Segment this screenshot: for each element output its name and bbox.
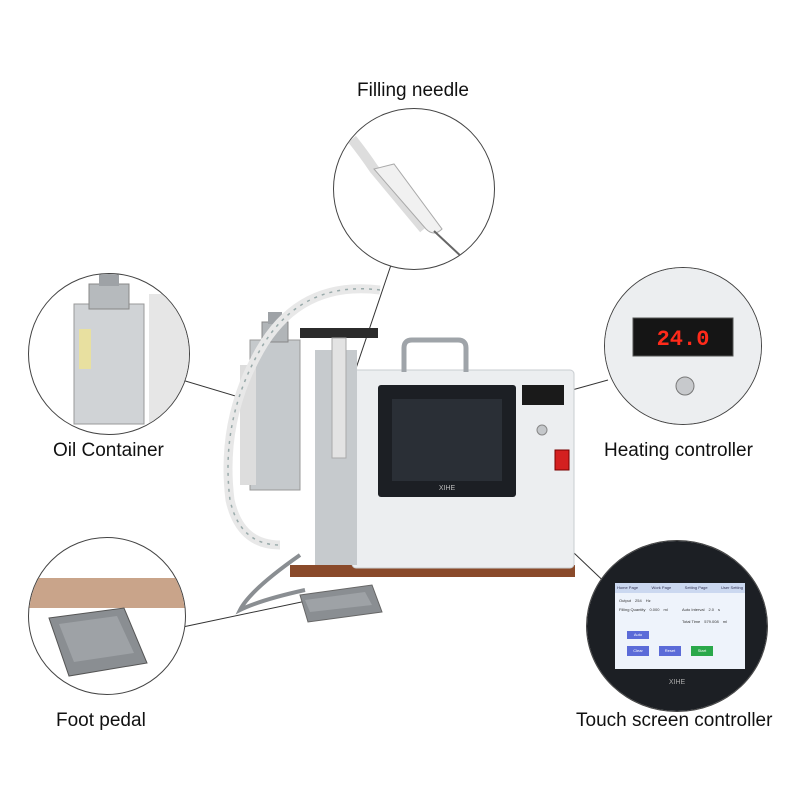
heating-readout: 24.0 bbox=[657, 327, 710, 352]
power-switch[interactable] bbox=[554, 449, 570, 471]
pedal-cable bbox=[235, 553, 306, 615]
ui-row-auto-interval: Auto Interval 2.0 s bbox=[682, 607, 721, 612]
oil-cylinder bbox=[249, 339, 301, 491]
tab-home[interactable]: Home Page bbox=[617, 585, 639, 590]
tab-user-setting[interactable]: User Setting bbox=[720, 585, 743, 590]
needle-tip bbox=[433, 230, 465, 260]
filling-needle-detail bbox=[333, 108, 495, 270]
power-indicator bbox=[536, 424, 548, 436]
label-foot-pedal: Foot pedal bbox=[56, 710, 146, 731]
touch-screen-brand: XIHE bbox=[668, 679, 686, 686]
indicator-lamp bbox=[675, 376, 695, 396]
oil-container-detail bbox=[28, 273, 190, 435]
label-heating-controller: Heating controller bbox=[604, 440, 753, 461]
ui-row-output: Output 254 Hz bbox=[619, 598, 651, 603]
label-filling-needle: Filling needle bbox=[357, 80, 469, 101]
touch-screen-glass bbox=[392, 399, 502, 481]
heating-controller-detail: 24.0 bbox=[604, 267, 762, 425]
ui-tab-row: Home Page Work Page Setting Page User Se… bbox=[617, 585, 743, 590]
touch-screen-detail: Home Page Work Page Setting Page User Se… bbox=[586, 540, 768, 712]
start-button[interactable]: Start bbox=[697, 648, 707, 653]
reset-button[interactable]: Reset bbox=[664, 648, 676, 653]
brand-logo: XIHE bbox=[439, 485, 456, 492]
clear-button[interactable]: Clear bbox=[633, 648, 643, 653]
foot-pedal-detail bbox=[28, 537, 186, 695]
ui-row-total-time: Total Time 579.008 ml bbox=[682, 619, 727, 624]
tab-setting[interactable]: Setting Page bbox=[684, 585, 708, 590]
label-oil-container: Oil Container bbox=[53, 440, 164, 461]
ui-row-filling-quantity: Filling Quantity 0.000 ml bbox=[619, 607, 668, 612]
machine-handle bbox=[401, 337, 469, 372]
label-touch-screen-controller: Touch screen controller bbox=[576, 710, 773, 731]
auto-button[interactable]: Auto bbox=[633, 632, 643, 637]
heating-controller-small bbox=[522, 385, 564, 405]
tab-work[interactable]: Work Page bbox=[651, 585, 672, 590]
needle-arm bbox=[300, 328, 378, 338]
